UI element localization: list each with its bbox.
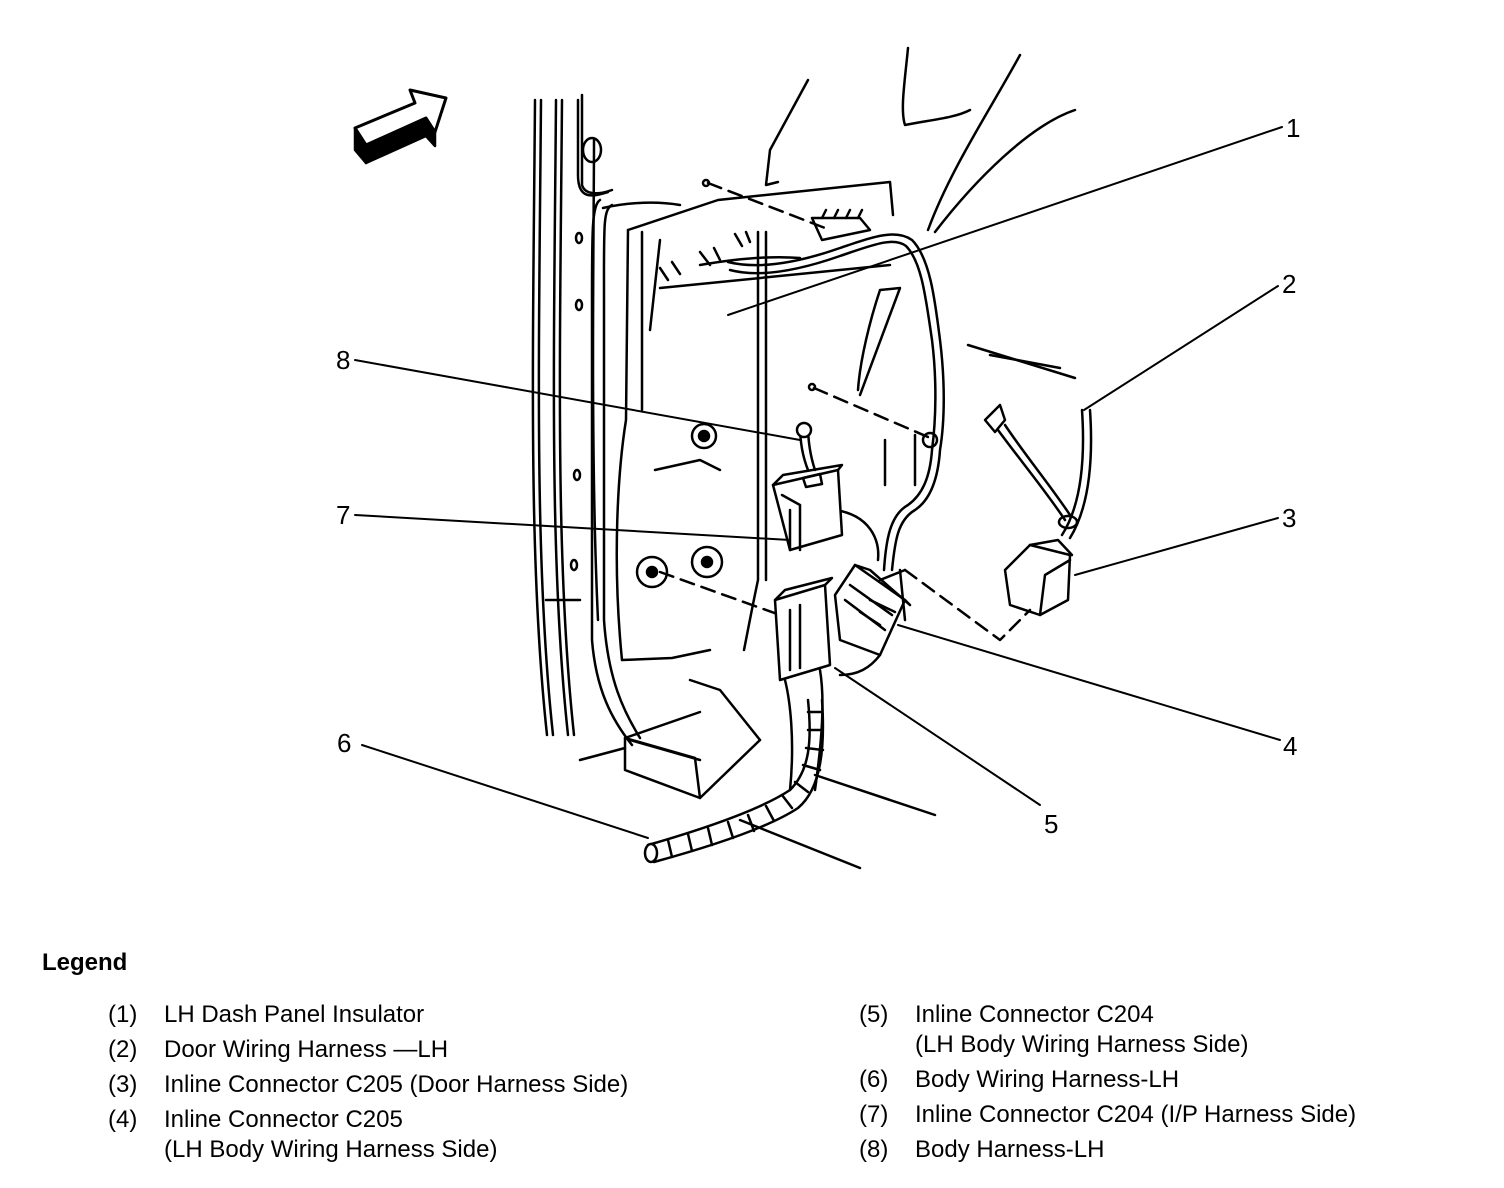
legend-item-4: (4) Inline Connector C205 (LH Body Wirin… (108, 1105, 628, 1165)
callout-4: 4 (1283, 731, 1297, 761)
legend-number: (8) (859, 1136, 889, 1163)
legend-number: (3) (108, 1071, 138, 1098)
legend-label: Inline Connector C204 (LH Body Wiring Ha… (915, 1001, 1249, 1058)
callout-8: 8 (336, 345, 350, 375)
floor-sill (578, 678, 937, 870)
legend-label: Inline Connector C205 (LH Body Wiring Ha… (164, 1106, 498, 1163)
body-wiring-harness (643, 698, 825, 864)
leader-2 (1083, 285, 1279, 411)
leader-4 (897, 624, 1281, 741)
body-pillar (531, 93, 682, 747)
callout-7: 7 (336, 500, 350, 530)
door-harness (878, 403, 1093, 642)
callout-2: 2 (1282, 269, 1296, 299)
leader-7 (354, 514, 791, 541)
leader-5 (834, 667, 1041, 806)
legend-label: Inline Connector C204 (I/P Harness Side) (915, 1101, 1357, 1128)
legend-item-6: (6) Body Wiring Harness-LH (859, 1065, 1356, 1095)
legend-label: Door Wiring Harness —LH (164, 1036, 449, 1063)
callout-1: 1 (1286, 113, 1300, 143)
legend-number: (5) (859, 1001, 889, 1028)
legend-number: (7) (859, 1101, 889, 1128)
legend-column-right: (5) Inline Connector C204 (LH Body Wirin… (859, 1000, 1356, 1170)
callout-6: 6 (337, 728, 351, 758)
legend-item-5: (5) Inline Connector C204 (LH Body Wirin… (859, 1000, 1356, 1060)
legend-item-7: (7) Inline Connector C204 (I/P Harness S… (859, 1100, 1356, 1130)
legend-label: Body Wiring Harness-LH (915, 1066, 1180, 1093)
legend-number: (6) (859, 1066, 889, 1093)
legend-item-3: (3) Inline Connector C205 (Door Harness … (108, 1070, 628, 1100)
legend-item-2: (2) Door Wiring Harness —LH (108, 1035, 628, 1065)
upper-body-lines (764, 46, 1077, 380)
dash-panel-insulator (615, 180, 917, 662)
leader-1 (727, 126, 1283, 316)
direction-arrow-icon (353, 88, 448, 165)
callout-3: 3 (1282, 503, 1296, 533)
leader-3 (1074, 517, 1279, 576)
callout-5: 5 (1044, 809, 1058, 839)
wiring-diagram: 1 2 3 4 5 6 7 8 (336, 46, 1300, 870)
legend-number: (1) (108, 1001, 138, 1028)
legend-number: (2) (108, 1036, 138, 1063)
connector-c205-body-side (833, 563, 912, 677)
legend-item-8: (8) Body Harness-LH (859, 1135, 1356, 1165)
legend-title: Legend (42, 949, 128, 976)
connector-c204-ip-side (771, 421, 844, 552)
leader-lines (354, 126, 1283, 839)
legend-label: Inline Connector C205 (Door Harness Side… (164, 1071, 629, 1098)
legend-label: Body Harness-LH (915, 1136, 1105, 1163)
leader-6 (361, 744, 649, 839)
legend-number: (4) (108, 1106, 138, 1133)
leader-8 (354, 359, 801, 441)
legend-item-1: (1) LH Dash Panel Insulator (108, 1000, 628, 1030)
upper-harness (658, 178, 945, 572)
legend-label: LH Dash Panel Insulator (164, 1001, 425, 1028)
legend-column-left: (1) LH Dash Panel Insulator (2) Door Wir… (108, 1000, 628, 1170)
